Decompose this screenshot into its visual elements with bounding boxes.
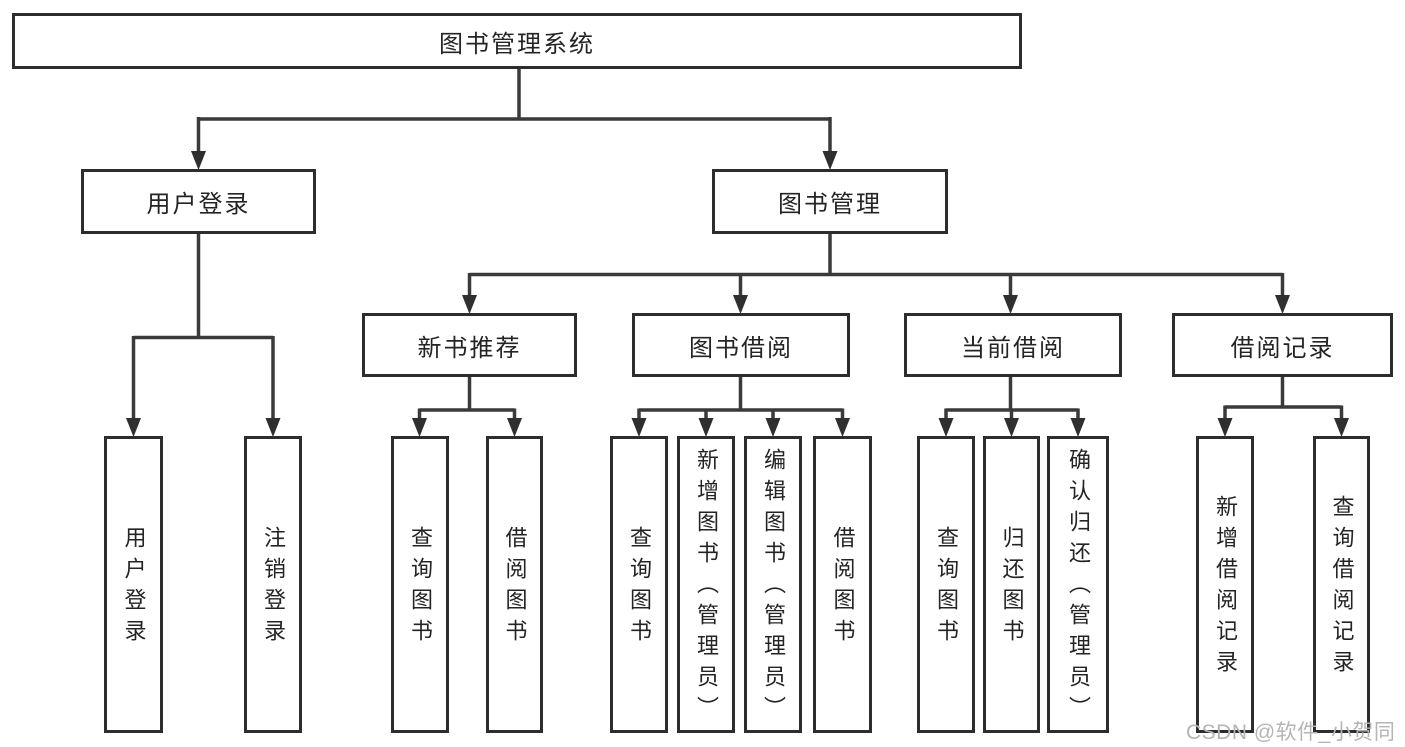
leaf-query-borrow-record: 查询借阅记录: [1313, 436, 1370, 733]
leaf-return-books: 归还图书: [983, 436, 1040, 733]
node-root-library-system: 图书管理系统: [12, 13, 1022, 69]
leaf-borrow-books-recommend: 借阅图书: [486, 436, 543, 733]
leaf-borrow-books: 借阅图书: [813, 436, 872, 733]
leaf-query-books-borrowing: 查询图书: [610, 436, 668, 733]
node-book-management: 图书管理: [712, 169, 948, 234]
node-current-borrowing: 当前借阅: [904, 313, 1122, 377]
leaf-confirm-return-admin: 确认归还（管理员）: [1047, 436, 1109, 733]
leaf-add-borrow-record: 新增借阅记录: [1196, 436, 1254, 733]
node-book-borrowing: 图书借阅: [632, 313, 850, 377]
node-user-login: 用户登录: [81, 169, 316, 234]
node-borrowing-records: 借阅记录: [1172, 313, 1393, 377]
leaf-add-books-admin: 新增图书（管理员）: [677, 436, 735, 733]
leaf-query-books-current: 查询图书: [917, 436, 975, 733]
leaf-edit-books-admin: 编辑图书（管理员）: [744, 436, 802, 733]
csdn-watermark: CSDN @软件_小贺同学: [1186, 721, 1396, 744]
leaf-logout: 注销登录: [244, 436, 302, 733]
node-new-book-recommend: 新书推荐: [362, 313, 577, 377]
leaf-user-login: 用户登录: [104, 436, 163, 733]
leaf-query-books-recommend: 查询图书: [391, 436, 449, 733]
